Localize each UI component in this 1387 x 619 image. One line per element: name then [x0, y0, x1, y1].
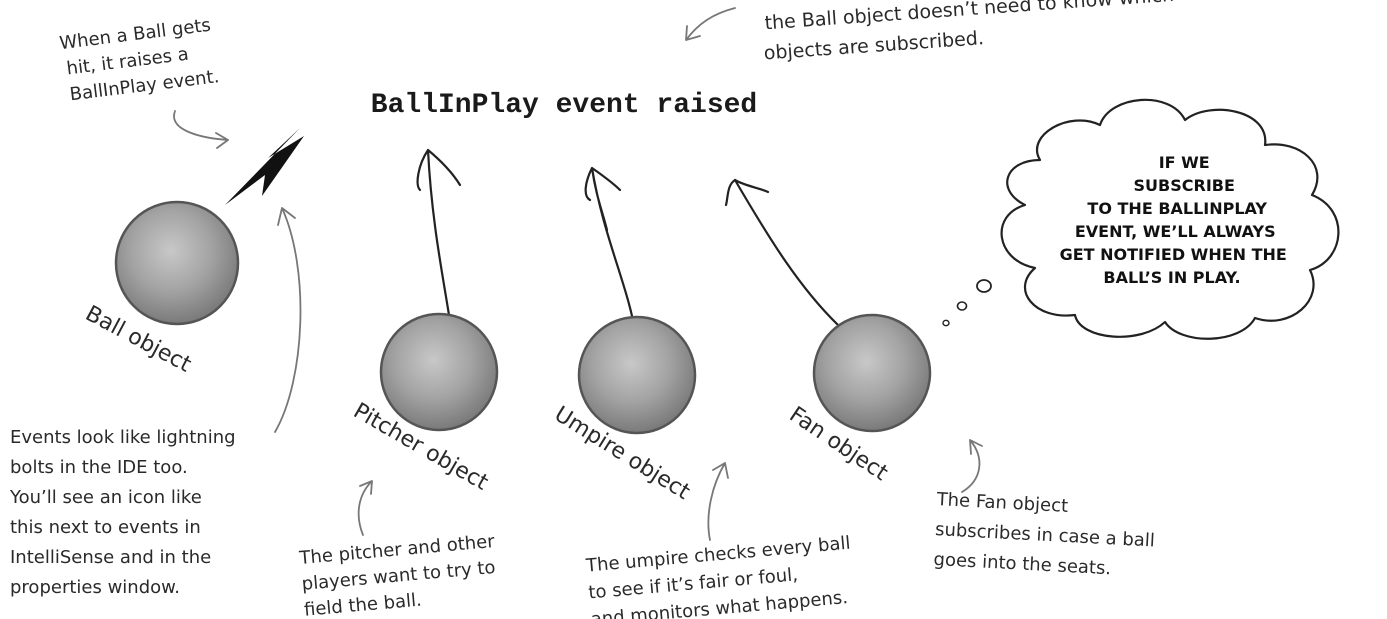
svg-text:The Fan object subscribe: The Fan object subscribes in case a ball… [932, 489, 1163, 582]
lightning-note-arrow [275, 208, 300, 432]
umpire-note: The umpire checks every ball to see if i… [584, 463, 861, 619]
top-note-arrow [686, 8, 735, 40]
fan-object: Fan object [785, 315, 930, 486]
fan-note: The Fan object subscribes in case a ball… [932, 440, 1163, 582]
event-title: BallInPlay event raised [371, 90, 757, 121]
svg-text:Events look like lightning: Events look like lightning bolts in the … [9, 427, 241, 598]
pitcher-subscribe-arrow [418, 150, 460, 335]
pitcher-object: Pitcher object [349, 314, 497, 496]
svg-text:the Ball object doesn’t need t: the Ball object doesn’t need to know whi… [761, 0, 1183, 64]
svg-text:When a Ball gets hit, it: When a Ball gets hit, it raises a BallIn… [58, 14, 224, 106]
svg-text:The umpire checks every ball: The umpire checks every ball to see if i… [584, 532, 861, 619]
lightning-bolt-icon [225, 128, 304, 205]
raise-note-arrow [174, 111, 228, 148]
fan-note-arrow [962, 440, 982, 492]
thought-bubble: IF WE SUBSCRIBE TO THE BALLINPLAY EVENT,… [943, 100, 1338, 339]
fan-subscribe-arrow [726, 180, 838, 325]
umpire-object: Umpire object [550, 317, 695, 505]
ball-object: Ball object [81, 202, 238, 378]
raise-note: When a Ball gets hit, it raises a BallIn… [58, 14, 228, 148]
umpire-note-arrow [708, 463, 728, 540]
umpire-subscribe-arrow [586, 168, 636, 338]
svg-text:The pitcher and other pl: The pitcher and other players want to tr… [298, 530, 506, 619]
pitcher-note-arrow [359, 481, 372, 535]
top-note: the Ball object doesn’t need to know whi… [686, 0, 1183, 64]
pitcher-note: The pitcher and other players want to tr… [298, 481, 506, 619]
